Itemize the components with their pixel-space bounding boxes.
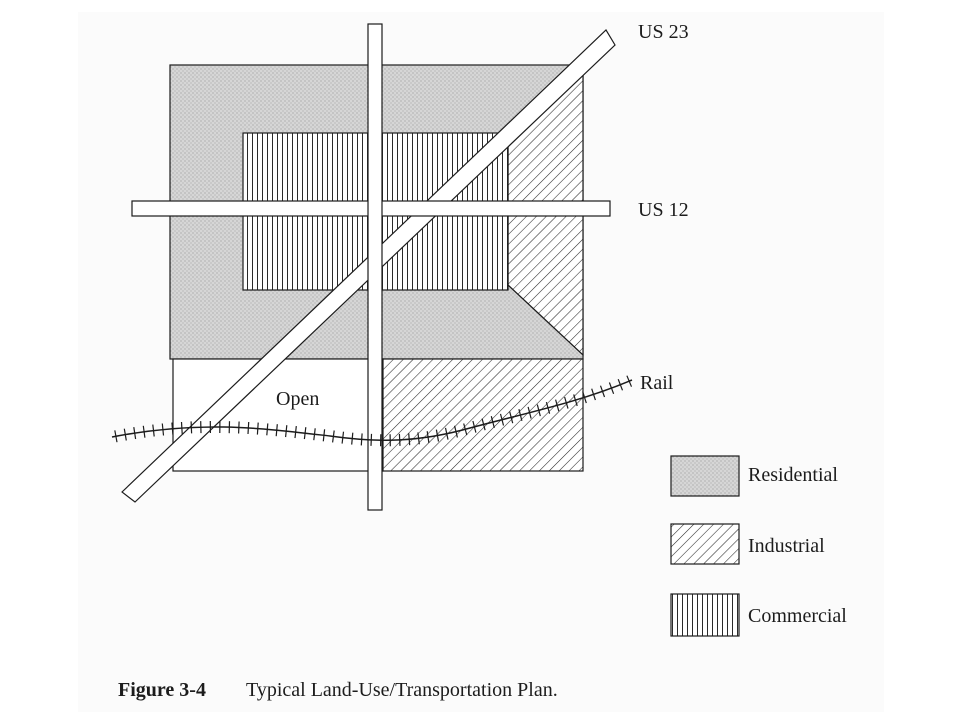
rail-tie xyxy=(417,432,420,445)
rail-tie xyxy=(444,427,449,440)
rail-tie xyxy=(481,418,486,431)
legend-swatch-residential xyxy=(670,455,740,497)
legend-label-commercial: Commercial xyxy=(748,605,847,627)
rail-tie xyxy=(313,428,316,441)
rail-tie xyxy=(573,394,578,407)
rail-tie xyxy=(247,421,250,435)
us12-label: US 12 xyxy=(638,199,689,221)
rail-tie xyxy=(536,404,541,417)
rail-tie xyxy=(518,409,523,422)
rail-tie xyxy=(545,401,551,414)
rail-tie xyxy=(564,396,569,409)
rail-tie xyxy=(285,425,288,438)
rail-tie xyxy=(238,421,240,434)
legend-swatch-commercial xyxy=(670,593,740,637)
rail-tie xyxy=(180,421,183,434)
rail-tie xyxy=(608,382,615,395)
legend-label-residential: Residential xyxy=(748,464,838,486)
rail-tie xyxy=(123,428,127,441)
rail-tie xyxy=(490,416,495,429)
legend: Residential Industrial Commercial xyxy=(670,455,847,637)
rail-tie xyxy=(398,433,401,446)
rail-tie xyxy=(332,430,335,443)
rail-tie xyxy=(626,375,633,387)
legend-label-industrial: Industrial xyxy=(748,535,825,557)
rail-tie xyxy=(294,426,297,439)
rail-tie xyxy=(142,425,146,438)
rail-tie xyxy=(171,422,174,435)
rail-tie xyxy=(256,422,259,435)
rail-tie xyxy=(499,413,505,426)
rail-tie xyxy=(426,431,430,444)
rail-tie xyxy=(114,430,118,443)
rail-tie xyxy=(161,423,165,436)
open-label: Open xyxy=(276,388,319,410)
rail-tie xyxy=(351,432,354,445)
rail-tie xyxy=(463,423,468,436)
industrial-zone-lower xyxy=(382,358,584,472)
rail-tie xyxy=(152,424,155,437)
rail-tie xyxy=(360,433,363,446)
rail-tie xyxy=(266,423,269,436)
rail-label: Rail xyxy=(640,372,674,394)
rail-tie xyxy=(582,391,587,404)
rail-tie xyxy=(303,427,307,440)
us23-label: US 23 xyxy=(638,21,689,43)
rail-tie xyxy=(591,388,596,401)
rail-tie xyxy=(454,425,458,438)
rail-tie xyxy=(509,411,514,424)
north-south-road xyxy=(367,23,383,511)
rail-tie xyxy=(472,420,477,433)
rail-tie xyxy=(190,421,193,434)
rail-tie xyxy=(275,424,278,437)
figure-number: Figure 3-4 xyxy=(118,679,206,701)
rail-tie xyxy=(370,433,373,446)
rail-tie xyxy=(322,429,326,442)
rail-line xyxy=(111,379,633,441)
rail-tie xyxy=(435,429,440,442)
rail-tie xyxy=(527,406,532,419)
rail-tie xyxy=(555,399,560,412)
rail-tie xyxy=(617,378,624,391)
road-intersection xyxy=(369,202,381,215)
rail-ties xyxy=(114,375,633,447)
rail-tie xyxy=(133,427,137,440)
legend-swatch-industrial xyxy=(670,523,740,565)
rail-tie xyxy=(341,431,345,444)
figure-caption: Typical Land-Use/Transportation Plan. xyxy=(246,679,558,701)
rail-tie xyxy=(408,433,411,446)
rail-tie xyxy=(599,385,606,398)
